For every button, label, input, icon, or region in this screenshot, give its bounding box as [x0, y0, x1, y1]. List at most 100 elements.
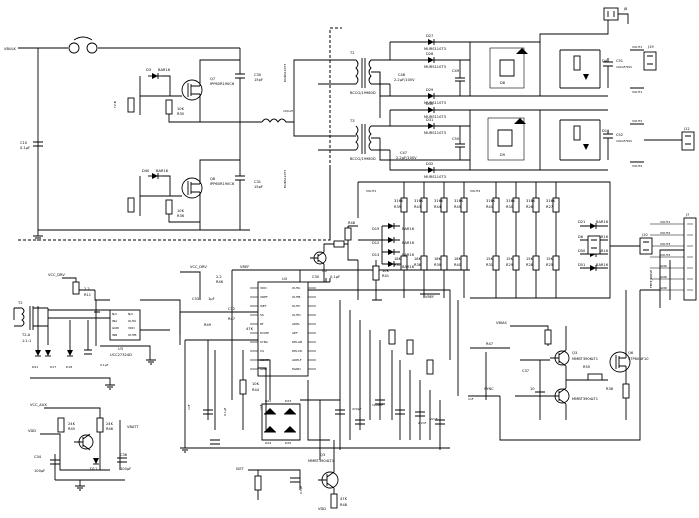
svg-text:100µF: 100µF [34, 469, 45, 473]
bank-resistor-top [460, 197, 468, 213]
svg-text:D51: D51 [578, 263, 585, 267]
svg-text:D29: D29 [426, 88, 434, 92]
svg-text:Q2: Q2 [322, 269, 327, 273]
bank-resistor-bottom-ref: R28 [526, 263, 534, 267]
q8-mosfet: Q8 IPP60R190C6 [181, 174, 235, 206]
u4-pin-left: VREF [260, 295, 268, 299]
lower-rectifiers: D30 MURS110T3 D31 MURS110T3 D32 MURS110T… [379, 102, 470, 179]
primary-section: VBULK C10 0.1µF Q7 IPP60R190C6 [4, 36, 318, 241]
j4-connector [587, 235, 601, 255]
bank-resistor-top [552, 197, 560, 213]
u4-pin-left: ISET [260, 304, 267, 308]
bank-resistor-top-value: 316K [546, 199, 556, 203]
svg-text:R38: R38 [606, 387, 614, 391]
svg-text:0.1µF: 0.1µF [20, 146, 30, 150]
bank-resistor-top-ref: R43 [414, 205, 421, 209]
svg-text:FBTE_DRIVE: FBTE_DRIVE [649, 270, 653, 288]
svg-text:R49: R49 [204, 323, 212, 327]
svg-text:100µF: 100µF [120, 467, 131, 471]
bank-resistor-top-value: 316K [394, 199, 404, 203]
svg-text:MURS110T3: MURS110T3 [424, 115, 446, 119]
bank-resistor-bottom-value: 15K [546, 257, 554, 261]
svg-text:VCC_DRV: VCC_DRV [190, 265, 207, 269]
u4-pin-right: ADELF [292, 358, 302, 362]
svg-text:R45: R45 [68, 427, 75, 431]
bank-resistor-top-ref: R26 [526, 205, 534, 209]
u3-pin-right: OUTB [128, 333, 136, 337]
bank-resistor-bottom-value: 15K [526, 257, 534, 261]
svg-text:100uF/50V: 100uF/50V [616, 65, 633, 69]
svg-text:10K: 10K [252, 382, 260, 386]
svg-text:10K: 10K [382, 269, 390, 273]
svg-text:BAR16: BAR16 [596, 263, 609, 267]
j12-connector: J12 [644, 127, 695, 151]
svg-text:J10: J10 [641, 233, 648, 237]
svg-text:BAR16: BAR16 [402, 265, 415, 269]
svg-text:VBATT: VBATT [127, 425, 139, 429]
u4-pin-left: SYNC [260, 340, 268, 344]
svg-text:D3: D3 [146, 68, 151, 72]
u4-pin-left: DCMP [260, 331, 269, 335]
bank-resistor-bottom-ref: R40 [454, 263, 462, 267]
upper-rectifiers: D27 MURS110T3 D28 MURS110T3 D29 MURS110T… [379, 34, 470, 105]
svg-text:10: 10 [530, 387, 535, 391]
svg-text:2.2: 2.2 [216, 275, 222, 279]
svg-text:SYNC: SYNC [484, 387, 494, 391]
u4-pin-right: DELAB [292, 340, 302, 344]
u3-pin-left: INB [112, 333, 117, 337]
aux-supply: VCC_AUX VDD 24K R45 24K R46 VBATT C34 10… [28, 403, 139, 491]
svg-text:T3: T3 [349, 119, 354, 123]
u3-pin-left: INA [112, 319, 118, 323]
svg-text:D31: D31 [426, 118, 433, 122]
svg-text:MURS110T3: MURS110T3 [424, 47, 446, 51]
svg-text:C30: C30 [254, 73, 262, 77]
svg-text:VOUT1: VOUT1 [632, 90, 642, 94]
u4-pin-right: OUTC [292, 304, 300, 308]
svg-text:R47: R47 [486, 342, 493, 346]
svg-text:VDD: VDD [318, 507, 326, 511]
transformer-t2: T2 BCCG/19980D [318, 51, 390, 118]
svg-text:D9: D9 [500, 153, 506, 157]
bank-resistor-bottom [420, 255, 428, 271]
svg-text:24K: 24K [68, 422, 76, 426]
svg-text:BAR16: BAR16 [402, 241, 415, 245]
svg-text:D18: D18 [66, 365, 72, 369]
upper-regulator-block: D8 D4 C51 100uF/50V VOUT1 VOUT1 [469, 20, 644, 97]
u4-pin-left: SS [260, 313, 264, 317]
d3-gate-diode: D3 BAR16 [146, 68, 171, 79]
svg-text:100uF/50V: 100uF/50V [616, 139, 633, 143]
svg-text:R44: R44 [252, 388, 260, 392]
j7-pin-label: VOUT1 [660, 220, 670, 224]
bank-resistor-top-value: 316K [414, 199, 424, 203]
ct1-current-transformer [68, 36, 98, 54]
bank-resistor-bottom-value: 18K [454, 257, 462, 261]
j7-pin-label: GND [660, 286, 668, 290]
svg-text:D11: D11 [90, 467, 97, 471]
bank-resistor-bottom-ref: R38 [414, 263, 422, 267]
svg-text:IPP60R190C6: IPP60R190C6 [210, 82, 235, 86]
svg-text:U4: U4 [282, 277, 288, 281]
svg-text:VCC_DRV: VCC_DRV [48, 273, 65, 277]
svg-text:ISET: ISET [236, 467, 245, 471]
svg-text:C36: C36 [120, 453, 128, 457]
svg-text:Q3: Q3 [572, 351, 577, 355]
svg-text:VOUT2: VOUT2 [470, 189, 480, 193]
lower-regulator-block: D9 D11 C52 100uF/50V VOUT2 VOUT2 [469, 109, 644, 171]
svg-text:BCCG/19980D: BCCG/19980D [350, 91, 376, 95]
svg-text:T2-B: T2-B [113, 101, 117, 109]
svg-text:47K: 47K [340, 497, 348, 501]
bank-resistor-bottom [460, 255, 468, 271]
j8-connector: J8 [603, 7, 629, 24]
svg-text:2.2µF/100V: 2.2µF/100V [396, 156, 417, 160]
svg-text:BAR16: BAR16 [596, 249, 609, 253]
bank-resistor-bottom-value: 18K [394, 257, 402, 261]
svg-text:D17: D17 [50, 365, 56, 369]
j7-pin-label: GND [660, 264, 668, 268]
svg-text:VOUT1: VOUT1 [366, 189, 376, 193]
bank-resistor-bottom-ref: R29 [506, 263, 514, 267]
bank-resistor-bottom-value: 15K [506, 257, 514, 261]
svg-text:D24: D24 [265, 441, 271, 445]
svg-text:0.1µF: 0.1µF [299, 485, 303, 494]
svg-text:1nF: 1nF [259, 404, 263, 410]
svg-text:BCCG/19980D: BCCG/19980D [350, 157, 376, 161]
